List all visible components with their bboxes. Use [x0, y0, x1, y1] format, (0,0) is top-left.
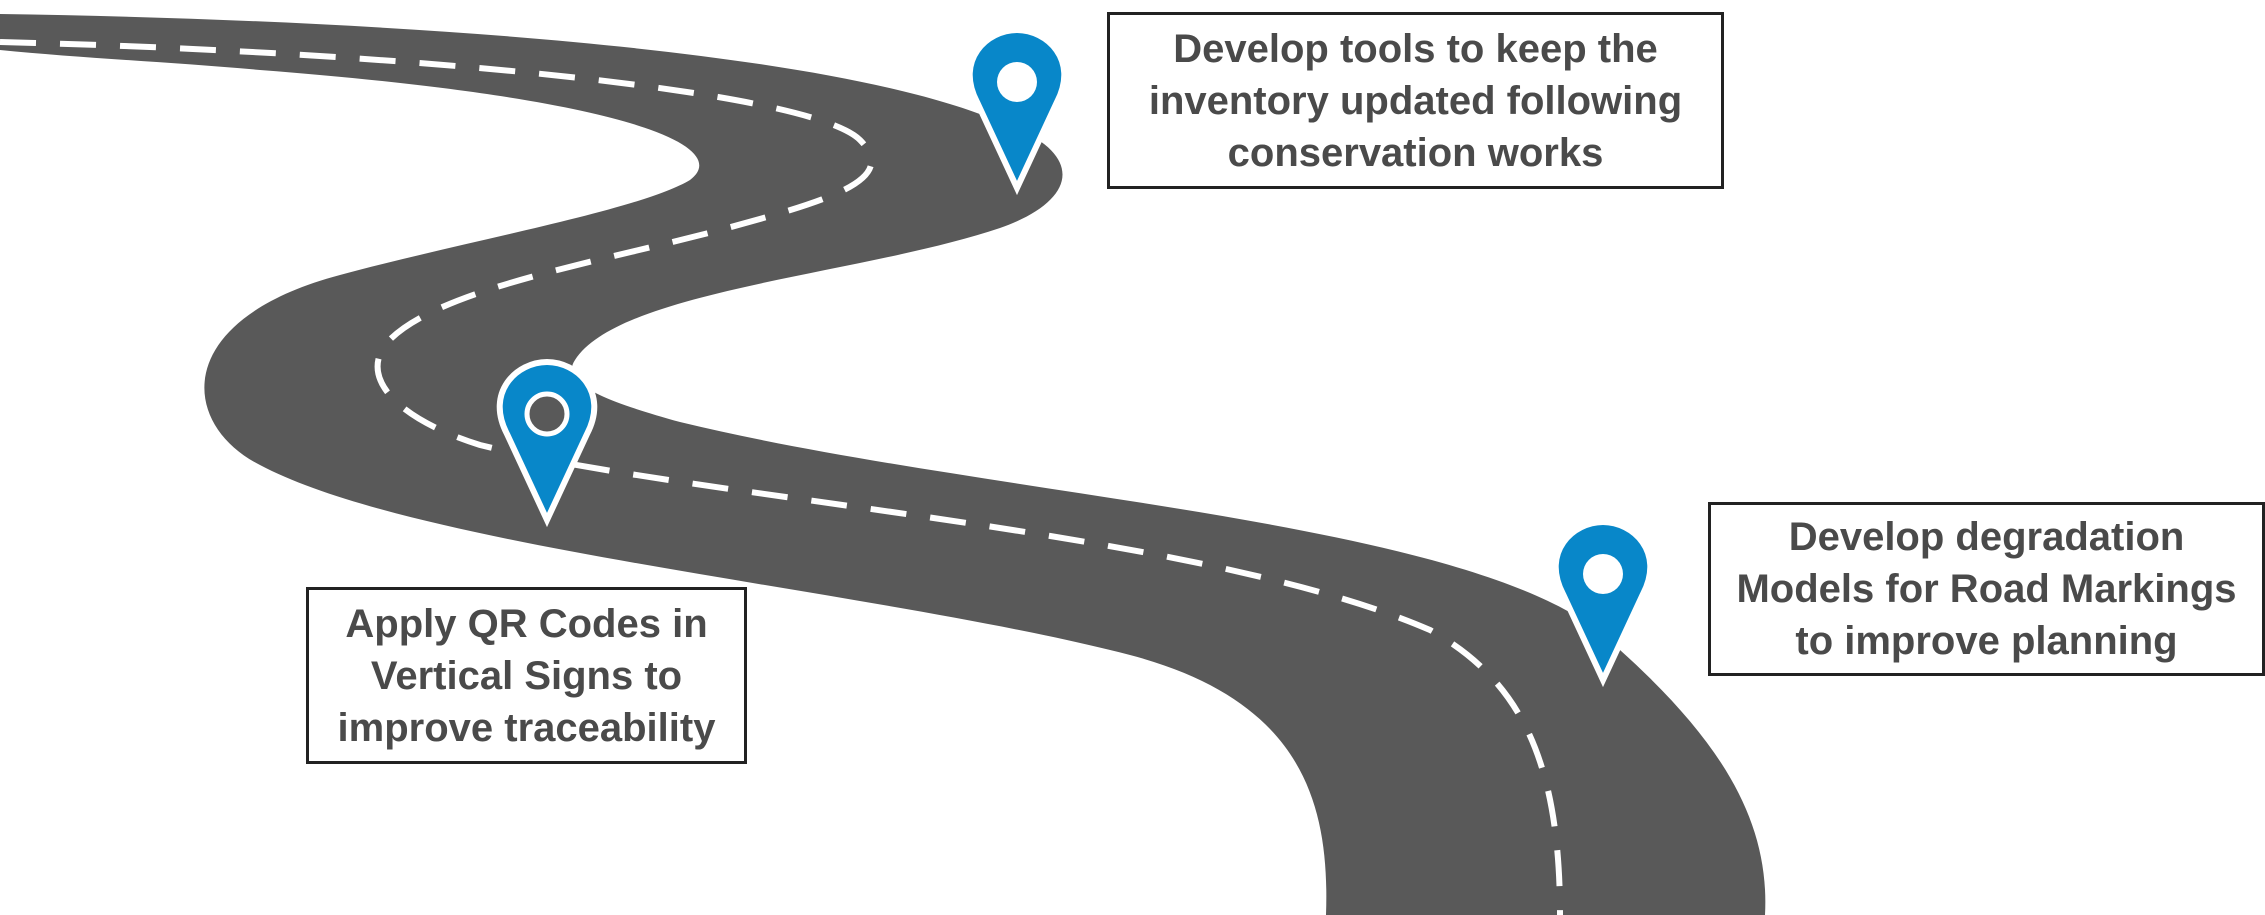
- map-pin-icon: [966, 26, 1068, 196]
- milestone-text: Develop tools to keep the inventory upda…: [1148, 26, 1683, 175]
- road: [0, 14, 1766, 915]
- milestone-text: Develop degradation Models for Road Mark…: [1736, 515, 2237, 663]
- pin-2: [496, 358, 598, 528]
- pin-1: [966, 26, 1068, 196]
- milestone-text: Apply QR Codes in Vertical Signs to impr…: [337, 601, 716, 750]
- pin-dot: [997, 62, 1037, 102]
- milestone-box-qr-codes: Apply QR Codes in Vertical Signs to impr…: [306, 587, 747, 764]
- pin-dot: [1583, 554, 1623, 594]
- map-pin-icon: [1552, 518, 1654, 688]
- milestone-box-inventory: Develop tools to keep the inventory upda…: [1107, 12, 1724, 189]
- map-pin-icon: [496, 358, 598, 528]
- pin-3: [1552, 518, 1654, 688]
- pin-ring: [524, 391, 570, 437]
- milestone-box-degradation-models: Develop degradation Models for Road Mark…: [1708, 502, 2265, 676]
